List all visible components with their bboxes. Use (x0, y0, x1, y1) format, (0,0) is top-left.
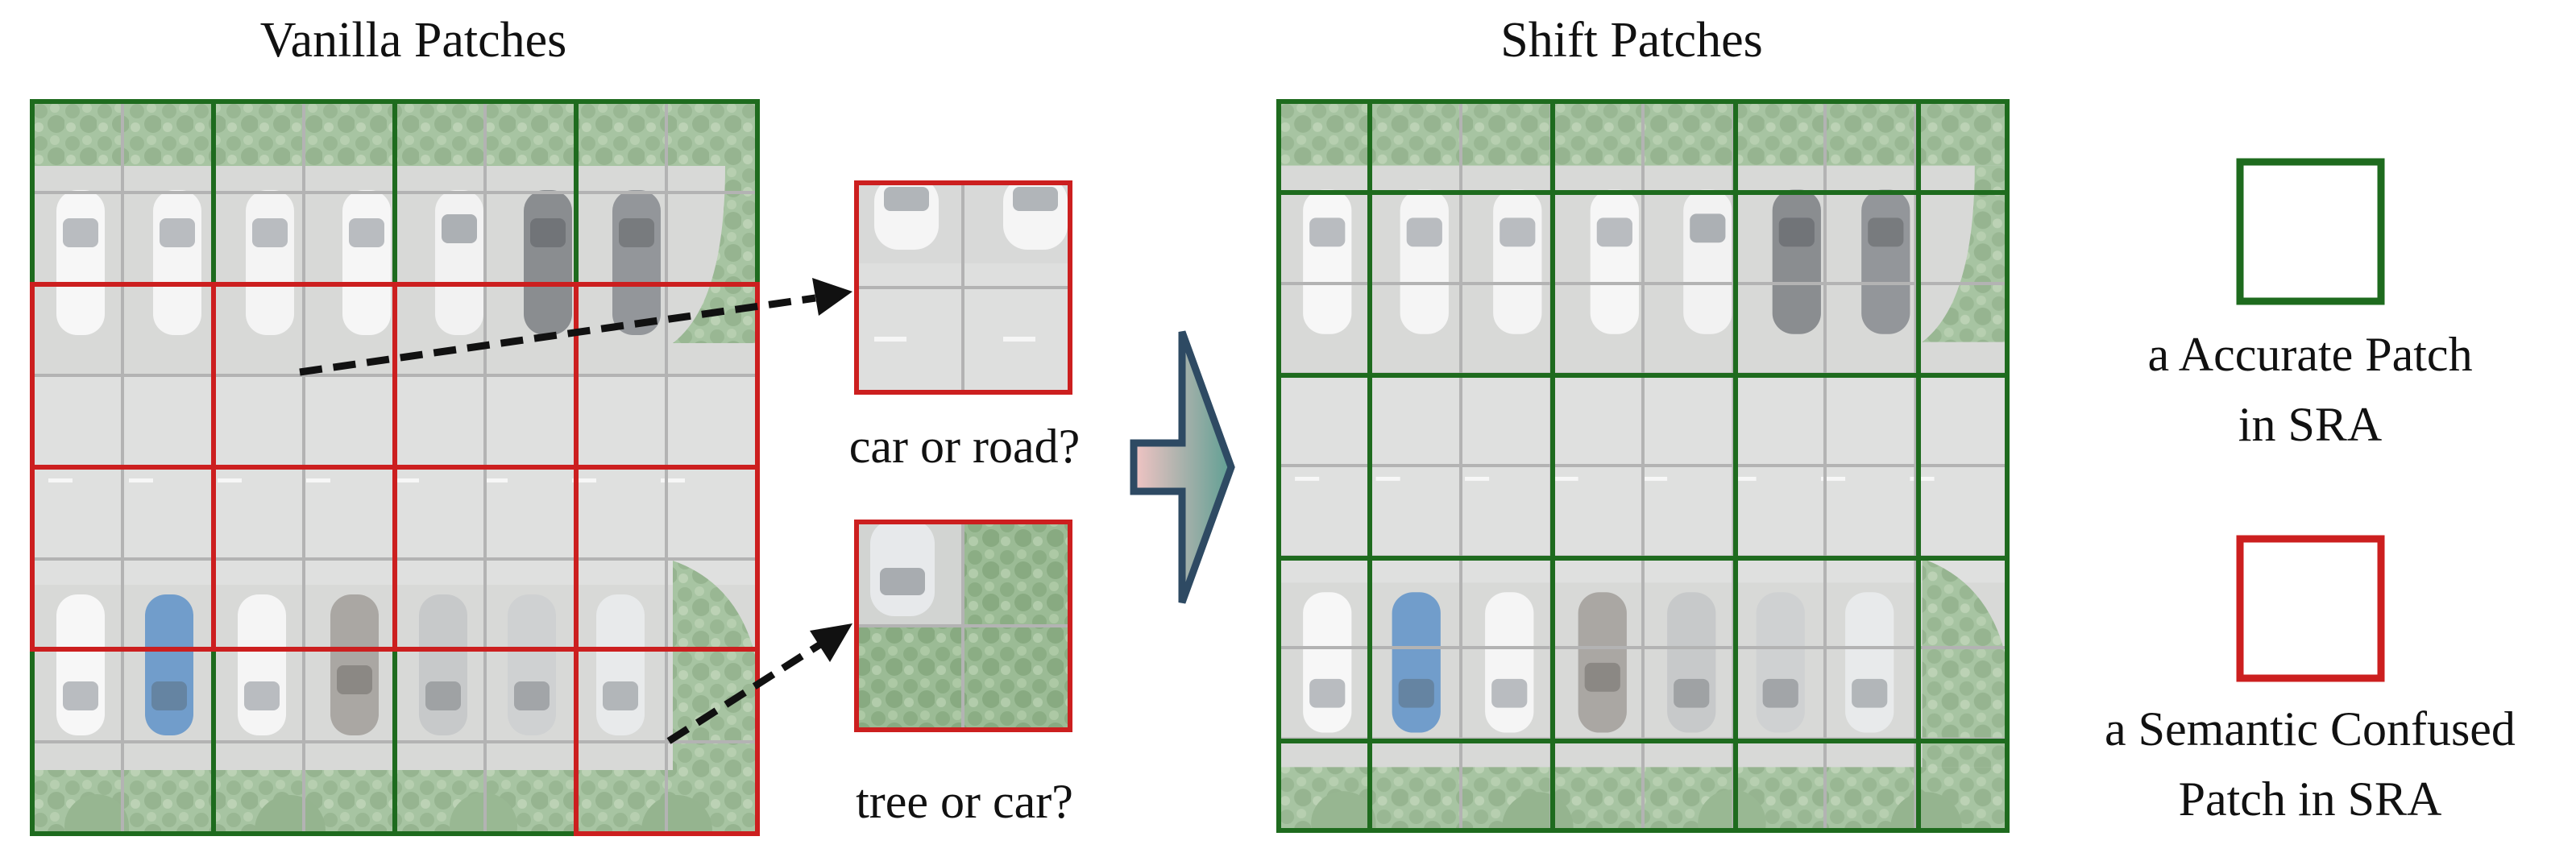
legend-accurate-swatch (2236, 158, 2385, 305)
legend-confused-line2: Patch in SRA (2179, 772, 2442, 826)
question-car-or-road: car or road? (849, 420, 1080, 473)
zoom-patch-car-road (854, 180, 1072, 395)
shift-title: Shift Patches (1500, 13, 1762, 68)
legend-confused-swatch (2236, 535, 2385, 682)
shift-coarse-grid (1276, 99, 2010, 833)
vanilla-patches-panel (30, 99, 760, 836)
legend-confused-line1: a Semantic Confused (2105, 702, 2516, 756)
legend: a Accurate Patch in SRA a Semantic Confu… (2105, 158, 2516, 826)
vanilla-title: Vanilla Patches (260, 13, 567, 68)
zoom-patch-tree-car (854, 520, 1072, 732)
dashed-arrow-icon (666, 623, 852, 744)
block-right-arrow-icon (1130, 330, 1235, 604)
question-tree-or-car: tree or car? (856, 775, 1073, 828)
shift-patches-panel (1276, 99, 2010, 833)
vanilla-coarse-grid (30, 99, 760, 836)
legend-accurate-line1: a Accurate Patch (2147, 328, 2472, 381)
dashed-arrow-icon (299, 278, 852, 376)
legend-accurate-line2: in SRA (2238, 398, 2382, 451)
